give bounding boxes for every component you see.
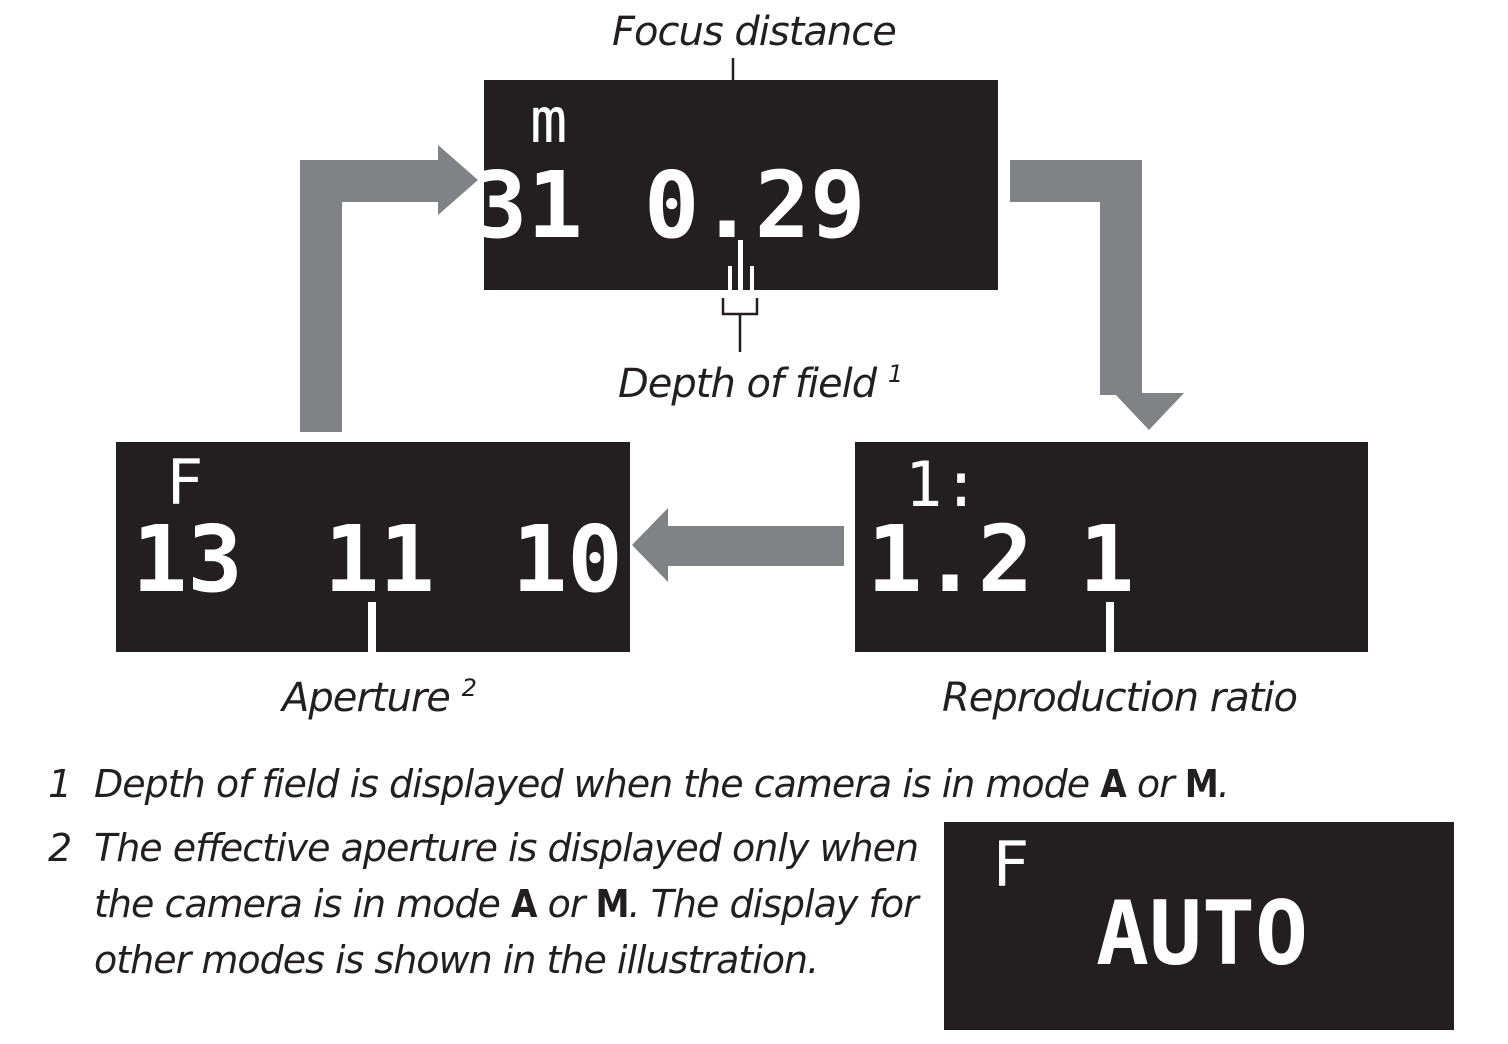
arrow-ratio-to-aperture [632,508,844,582]
reproduction-ratio-label: Reproduction ratio [942,675,1298,721]
ratio-indicator-tick [1106,602,1114,652]
footnote-1-text-before: Depth of field is displayed when the cam… [94,762,1101,806]
footnote-2-line-3: other modes is shown in the illustration… [94,938,819,982]
focus-distance-label: Focus distance [612,9,897,55]
footnote-2-line-2-after: . The display for [628,882,919,926]
focus-left-value: 31 [472,152,583,259]
aperture-value-13: 13 [132,506,243,613]
reproduction-ratio-display: 1: 1.2 1 [855,442,1368,652]
footnote-2-mode-a: A [511,882,537,926]
footnote-2-line-2-or: or [536,882,596,926]
arrow-aperture-to-focus [300,145,478,432]
aperture-note-ref: 2 [461,674,477,702]
aperture-label: Aperture 2 [282,675,477,721]
footnote-1-mode-m: M [1184,762,1219,806]
aperture-unit-f: F [166,446,204,519]
focus-unit-meters: m [530,84,568,157]
footnote-1-number: 1 [48,762,72,806]
footnote-2-mode-m: M [595,882,630,926]
depth-of-field-note-ref: 1 [887,360,903,388]
depth-of-field-bracket [721,298,759,352]
auto-unit-f: F [992,828,1030,901]
auto-aperture-display: F AUTO [944,822,1454,1030]
footnote-1: 1 Depth of field is displayed when the c… [48,756,1448,812]
footnote-2: 2 The effective aperture is displayed on… [48,820,928,990]
footnote-2-line-1: The effective aperture is displayed only… [94,826,919,870]
footnote-1-text-or: or [1125,762,1185,806]
arrow-focus-to-ratio [1010,160,1184,430]
ratio-value-1-2: 1.2 [867,506,1034,613]
auto-value: AUTO [1096,882,1308,985]
aperture-value-11: 11 [324,506,435,613]
footnote-1-text: Depth of field is displayed when the cam… [94,756,1230,812]
focus-distance-value: 0.29 [644,152,866,259]
footnote-2-number: 2 [48,826,72,870]
aperture-value-10: 10 [512,506,623,613]
ratio-unit: 1: [905,448,980,521]
ratio-value-1: 1 [1079,506,1135,613]
footnote-1-text-after: . [1217,762,1230,806]
depth-of-field-label: Depth of field 1 [618,361,903,407]
depth-of-field-label-text: Depth of field [618,361,877,407]
aperture-label-text: Aperture [282,675,451,721]
footnote-2-text: The effective aperture is displayed only… [94,820,919,988]
aperture-display: F 13 11 10 [116,442,630,652]
footnote-1-mode-a: A [1100,762,1126,806]
focus-distance-display: m 31 0.29 [472,80,998,290]
footnote-2-line-2-before: the camera is in mode [94,882,512,926]
aperture-indicator-tick [368,602,376,652]
